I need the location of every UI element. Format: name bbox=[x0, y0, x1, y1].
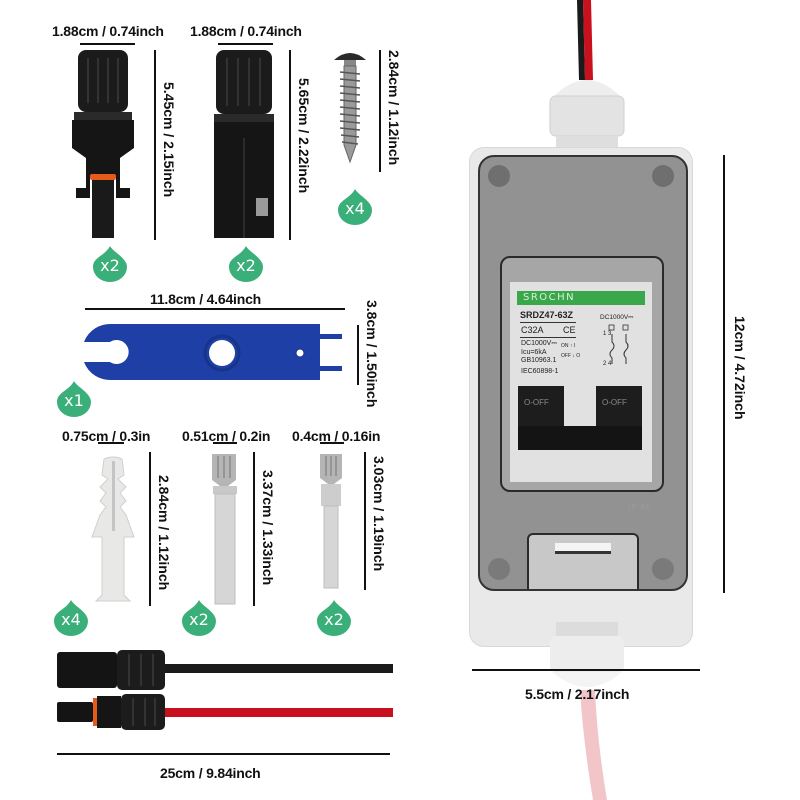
pin-a-width-label: 0.51cm / 0.2in bbox=[182, 428, 271, 444]
terminal-bottom-label: 2 4 bbox=[603, 361, 612, 367]
on-number: I bbox=[573, 343, 576, 349]
on-off-indicator: ON ↑ I OFF ↓ O bbox=[561, 343, 581, 359]
quantity-badge: x2 bbox=[315, 598, 353, 636]
wrench-width-line bbox=[85, 308, 345, 310]
connector-female-width-line bbox=[218, 43, 273, 45]
contact-pin-image bbox=[212, 454, 237, 605]
connector-female-width-label: 1.88cm / 0.74inch bbox=[190, 23, 302, 39]
box-height-line bbox=[723, 155, 725, 593]
pin-b-width-line bbox=[320, 442, 344, 444]
pin-b-height-line bbox=[364, 452, 366, 590]
wall-plug-image bbox=[91, 456, 135, 602]
wrench-width-label: 11.8cm / 4.64inch bbox=[150, 291, 262, 307]
mc4-cables-image bbox=[57, 650, 393, 730]
label-divider bbox=[520, 322, 576, 323]
off-label: OFF bbox=[561, 353, 571, 359]
breaker-cables-image bbox=[577, 0, 607, 800]
contact-pin-image bbox=[320, 454, 342, 589]
ip-rating-label: IP 65 bbox=[628, 503, 652, 512]
connector-male-width-label: 1.88cm / 0.74inch bbox=[52, 23, 164, 39]
screw-hole bbox=[488, 558, 510, 580]
brand-bar: SROCHN bbox=[517, 291, 645, 305]
connector-female-height-label: 5.65cm / 2.22inch bbox=[296, 78, 312, 194]
mc4-wrench-image bbox=[84, 323, 342, 381]
pin-a-height-line bbox=[253, 452, 255, 606]
quantity-label: x1 bbox=[64, 391, 84, 410]
connector-male-height-label: 5.45cm / 2.15inch bbox=[161, 82, 177, 198]
quantity-badge: x1 bbox=[55, 379, 93, 417]
wall-plug-width-line bbox=[98, 442, 124, 444]
on-label: ON bbox=[561, 343, 569, 349]
terminal-top-label: 1 3 bbox=[603, 331, 612, 337]
wrench-height-line bbox=[357, 325, 359, 385]
mc4-male-connector-image bbox=[72, 50, 134, 238]
wall-plug-height-label: 2.84cm / 1.12inch bbox=[156, 475, 172, 591]
quantity-label: x2 bbox=[236, 256, 256, 275]
box-width-line bbox=[472, 669, 700, 671]
cover-latch[interactable] bbox=[527, 533, 639, 589]
breaker-switch-right[interactable]: O-OFF bbox=[596, 386, 642, 426]
quantity-badge: x4 bbox=[336, 187, 374, 225]
connector-male-height-line bbox=[154, 50, 156, 240]
spec-block: DC1000V⎓ Icu=6kA GB10963.1 IEC60898-1 bbox=[521, 340, 558, 376]
quantity-label: x2 bbox=[189, 610, 209, 629]
pin-b-width-label: 0.4cm / 0.16in bbox=[292, 428, 381, 444]
screw-height-line bbox=[379, 50, 381, 172]
screw-hole bbox=[652, 165, 674, 187]
quantity-label: x4 bbox=[345, 199, 365, 218]
quantity-badge: x4 bbox=[52, 598, 90, 636]
pin-a-height-label: 3.37cm / 1.33inch bbox=[260, 470, 276, 586]
screw-hole bbox=[488, 165, 510, 187]
connector-female-height-line bbox=[289, 50, 291, 240]
quantity-badge: x2 bbox=[227, 244, 265, 282]
latch-tab bbox=[555, 543, 611, 554]
switch-right-label: O-OFF bbox=[602, 398, 627, 407]
quantity-badge: x2 bbox=[180, 598, 218, 636]
switch-left-label: O-OFF bbox=[524, 398, 549, 407]
switch-lever-bar bbox=[518, 426, 642, 450]
box-height-label: 12cm / 4.72inch bbox=[732, 316, 748, 420]
quantity-label: x2 bbox=[100, 256, 120, 275]
rating-label: C32A bbox=[521, 325, 544, 335]
ce-mark: CE bbox=[563, 325, 576, 335]
model-label: SRDZ47-63Z bbox=[520, 310, 574, 320]
screw-image bbox=[334, 53, 366, 164]
pin-b-height-label: 3.03cm / 1.19inch bbox=[371, 456, 387, 572]
quantity-label: x4 bbox=[61, 610, 81, 629]
icu-label: Icu=6kA bbox=[521, 348, 547, 356]
quantity-label: x2 bbox=[324, 610, 344, 629]
box-width-label: 5.5cm / 2.17inch bbox=[525, 686, 630, 702]
cable-length-line bbox=[57, 753, 390, 755]
label-divider bbox=[520, 337, 576, 338]
mc4-female-connector-image bbox=[214, 50, 274, 238]
screw-height-label: 2.84cm / 1.12inch bbox=[386, 50, 402, 166]
connector-male-width-line bbox=[80, 43, 135, 45]
circuit-diagram-icon bbox=[608, 324, 629, 364]
wall-plug-height-line bbox=[149, 452, 151, 606]
iec-standard-label: IEC60898-1 bbox=[521, 367, 559, 375]
off-number: O bbox=[576, 353, 581, 359]
gb-standard-label: GB10963.1 bbox=[521, 357, 557, 364]
wrench-height-label: 3.8cm / 1.50inch bbox=[364, 300, 380, 408]
breaker-switch-left[interactable]: O-OFF bbox=[518, 386, 564, 426]
screw-hole bbox=[652, 558, 674, 580]
quantity-badge: x2 bbox=[91, 244, 129, 282]
cable-gland-bottom bbox=[550, 622, 624, 687]
pin-a-width-line bbox=[213, 442, 237, 444]
wall-plug-width-label: 0.75cm / 0.3in bbox=[62, 428, 151, 444]
voltage-right-label: DC1000V⎓ bbox=[600, 314, 634, 321]
voltage-label: DC1000V⎓ bbox=[521, 340, 557, 347]
brand-label: SROCHN bbox=[523, 292, 576, 303]
cable-length-label: 25cm / 9.84inch bbox=[160, 765, 261, 781]
